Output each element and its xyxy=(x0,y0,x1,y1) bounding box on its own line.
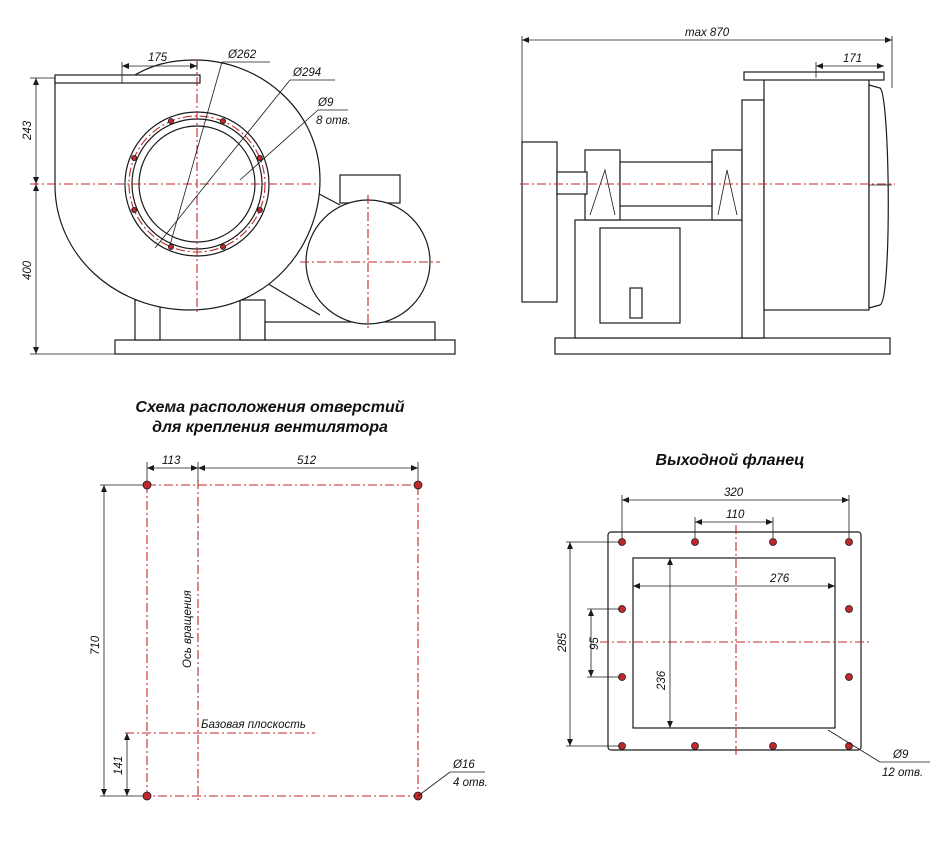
dim-236: 236 xyxy=(656,670,668,691)
bearing-right xyxy=(711,149,743,221)
inlet-hole xyxy=(131,154,138,161)
flange-hole xyxy=(845,538,853,546)
dim-95: 95 xyxy=(589,637,601,650)
bearing-ribs xyxy=(589,168,738,216)
flange-hole xyxy=(769,538,777,546)
dim-320: 320 xyxy=(724,487,744,499)
side-frame-stand xyxy=(629,287,643,319)
dim-276: 276 xyxy=(769,573,790,585)
mount-scheme: 113 512 710 141 Ось вращения Базовая пло… xyxy=(90,455,488,801)
mount-scheme-title-line2: для крепления вентилятора xyxy=(152,419,388,436)
side-pulley xyxy=(521,141,558,303)
side-housing xyxy=(763,77,870,311)
flange-opening xyxy=(632,557,836,729)
side-base-plate xyxy=(554,337,891,355)
dim-285: 285 xyxy=(557,632,569,653)
inlet-holes xyxy=(131,118,263,250)
flange-outer xyxy=(607,531,862,751)
front-support-right xyxy=(239,299,266,341)
dim-max870: max 870 xyxy=(685,27,730,39)
dim-243: 243 xyxy=(22,120,34,141)
dim-d9: Ø9 xyxy=(317,97,334,109)
dim-400: 400 xyxy=(22,260,34,280)
outlet-flange-title: Выходной фланец xyxy=(655,452,805,469)
mount-hole-frame xyxy=(146,484,419,797)
shaft-end xyxy=(556,171,588,195)
motor-base xyxy=(264,321,436,341)
outlet-flange-top xyxy=(54,74,201,84)
flange-hole xyxy=(769,742,777,750)
inlet-hole xyxy=(220,243,227,250)
mount-hole xyxy=(413,480,423,490)
flange-hole xyxy=(691,742,699,750)
side-view: max 870 171 xyxy=(520,27,895,355)
axis-label: Ось вращения xyxy=(182,590,194,668)
mount-scheme-title-line1: Схема расположения отверстий xyxy=(135,399,405,416)
inlet-hole xyxy=(256,207,263,214)
base-plane-label: Базовая плоскость xyxy=(201,719,306,731)
dim-d9-count: 8 отв. xyxy=(316,115,351,127)
dim-175: 175 xyxy=(148,52,168,64)
mount-scheme-title: Схема расположения отверстий для креплен… xyxy=(100,398,440,438)
inlet-hole xyxy=(256,154,263,161)
side-outlet-flange xyxy=(743,71,885,81)
dim-710: 710 xyxy=(90,635,102,655)
flange-holes xyxy=(618,538,853,750)
dim-d16-count: 4 отв. xyxy=(453,777,488,789)
dim-flange-d9-count: 12 отв. xyxy=(882,767,923,779)
motor-terminal-box xyxy=(339,174,401,204)
mount-hole xyxy=(142,791,152,801)
dim-113: 113 xyxy=(162,455,181,467)
dim-171: 171 xyxy=(843,53,862,65)
inlet-hole xyxy=(131,207,138,214)
front-base-plate xyxy=(114,339,456,355)
dim-110: 110 xyxy=(726,509,745,521)
dim-d262: Ø262 xyxy=(227,49,257,61)
front-view: 175 243 400 Ø262 Ø294 Ø9 8 отв. xyxy=(22,49,456,355)
fan-scroll-housing xyxy=(54,59,321,311)
inlet-hole xyxy=(167,243,174,250)
side-housing-inlet xyxy=(868,84,889,309)
flange-hole xyxy=(691,538,699,546)
dim-flange-d9: Ø9 xyxy=(892,749,909,761)
dim-d16: Ø16 xyxy=(452,759,475,771)
inlet-hole xyxy=(167,118,174,125)
dim-141: 141 xyxy=(113,756,125,775)
flange-hole xyxy=(845,673,853,681)
dim-512: 512 xyxy=(297,455,317,467)
flange-hole xyxy=(845,742,853,750)
side-housing-plate xyxy=(741,99,765,339)
mount-hole xyxy=(142,480,152,490)
outlet-flange: 320 110 276 285 95 236 Ø9 12 отв. xyxy=(557,487,930,779)
dim-d294: Ø294 xyxy=(292,67,321,79)
bearing-left xyxy=(584,149,621,221)
flange-hole xyxy=(845,605,853,613)
inlet-hole xyxy=(220,118,227,125)
